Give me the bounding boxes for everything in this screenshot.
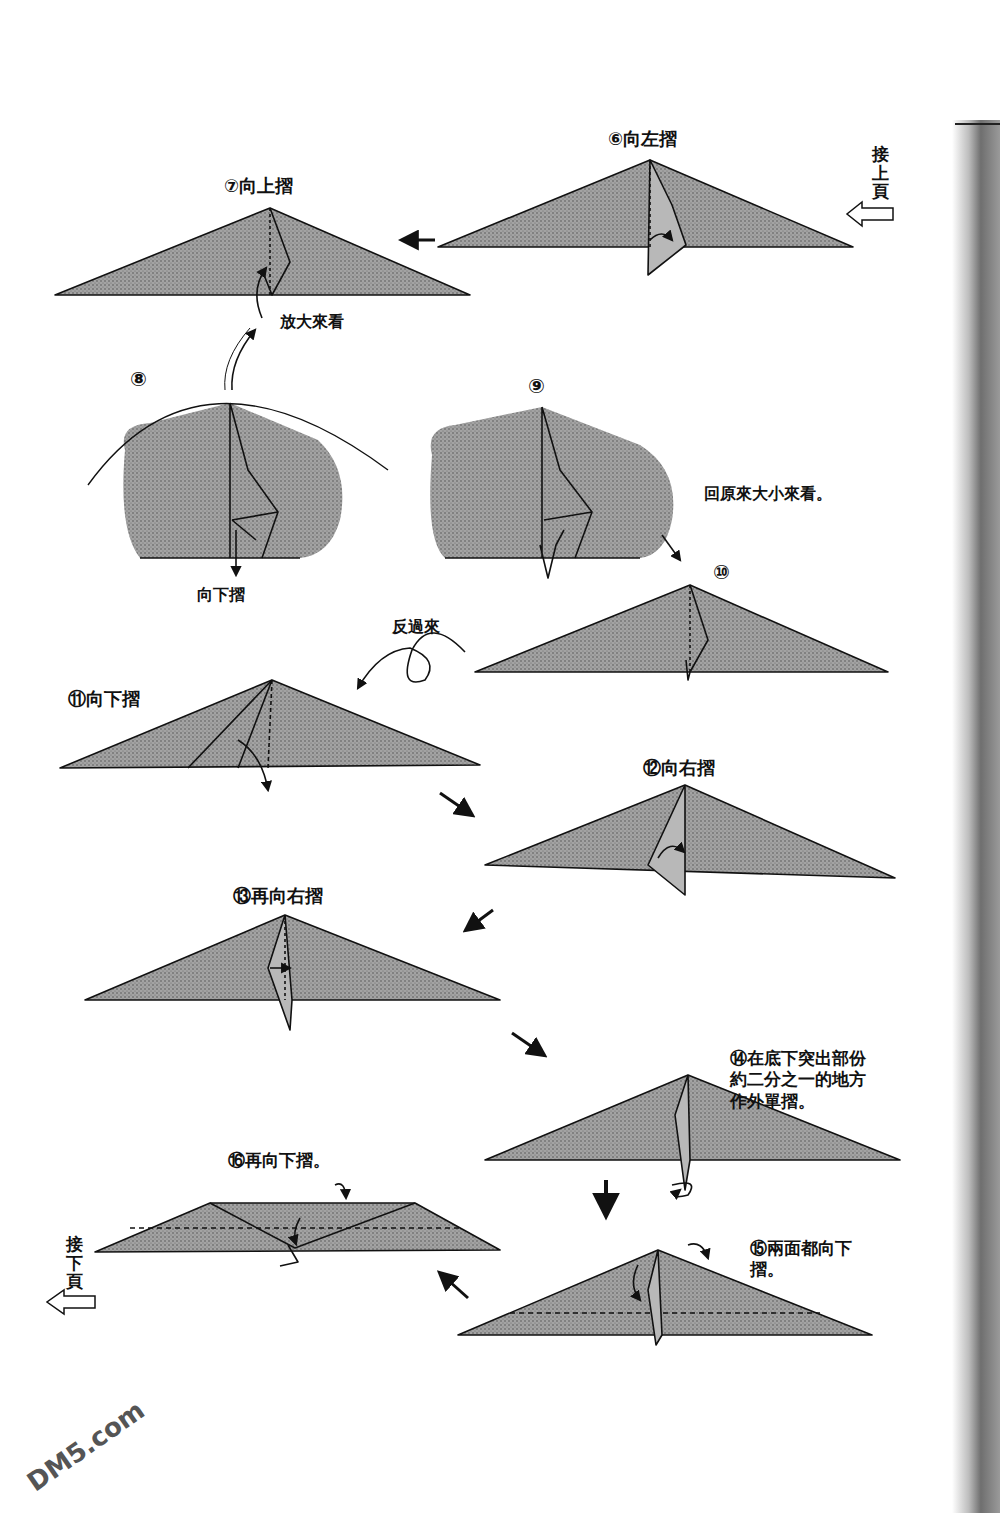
- step-label: 放大來看: [280, 312, 344, 332]
- scan-edge: [952, 120, 1000, 1513]
- step-label: ⑨: [528, 374, 545, 399]
- page-note: 接下頁: [66, 1235, 83, 1291]
- step-label: ⑦向上摺: [224, 175, 293, 198]
- step-label: ⑮兩面都向下摺。: [750, 1238, 858, 1281]
- step-label: ⑬再向右摺: [233, 885, 323, 908]
- step-label: ⑥向左摺: [608, 128, 677, 151]
- page-note: 接上頁: [872, 145, 889, 201]
- step-label: ⑧: [130, 367, 147, 392]
- watermark: DM5.com: [21, 1394, 151, 1499]
- step-label: 反過來: [392, 617, 440, 637]
- step-label: 回原來大小來看。: [704, 484, 832, 504]
- step-label: ⑭在底下突出部份約二分之一的地方作外單摺。: [730, 1048, 882, 1112]
- step-label: ⑫向右摺: [643, 757, 715, 780]
- step-label: ⑯再向下摺。: [228, 1150, 330, 1171]
- step-label: ⑪向下摺: [68, 688, 140, 711]
- step-label: 向下摺: [197, 585, 245, 605]
- step-label: ⑩: [713, 560, 730, 585]
